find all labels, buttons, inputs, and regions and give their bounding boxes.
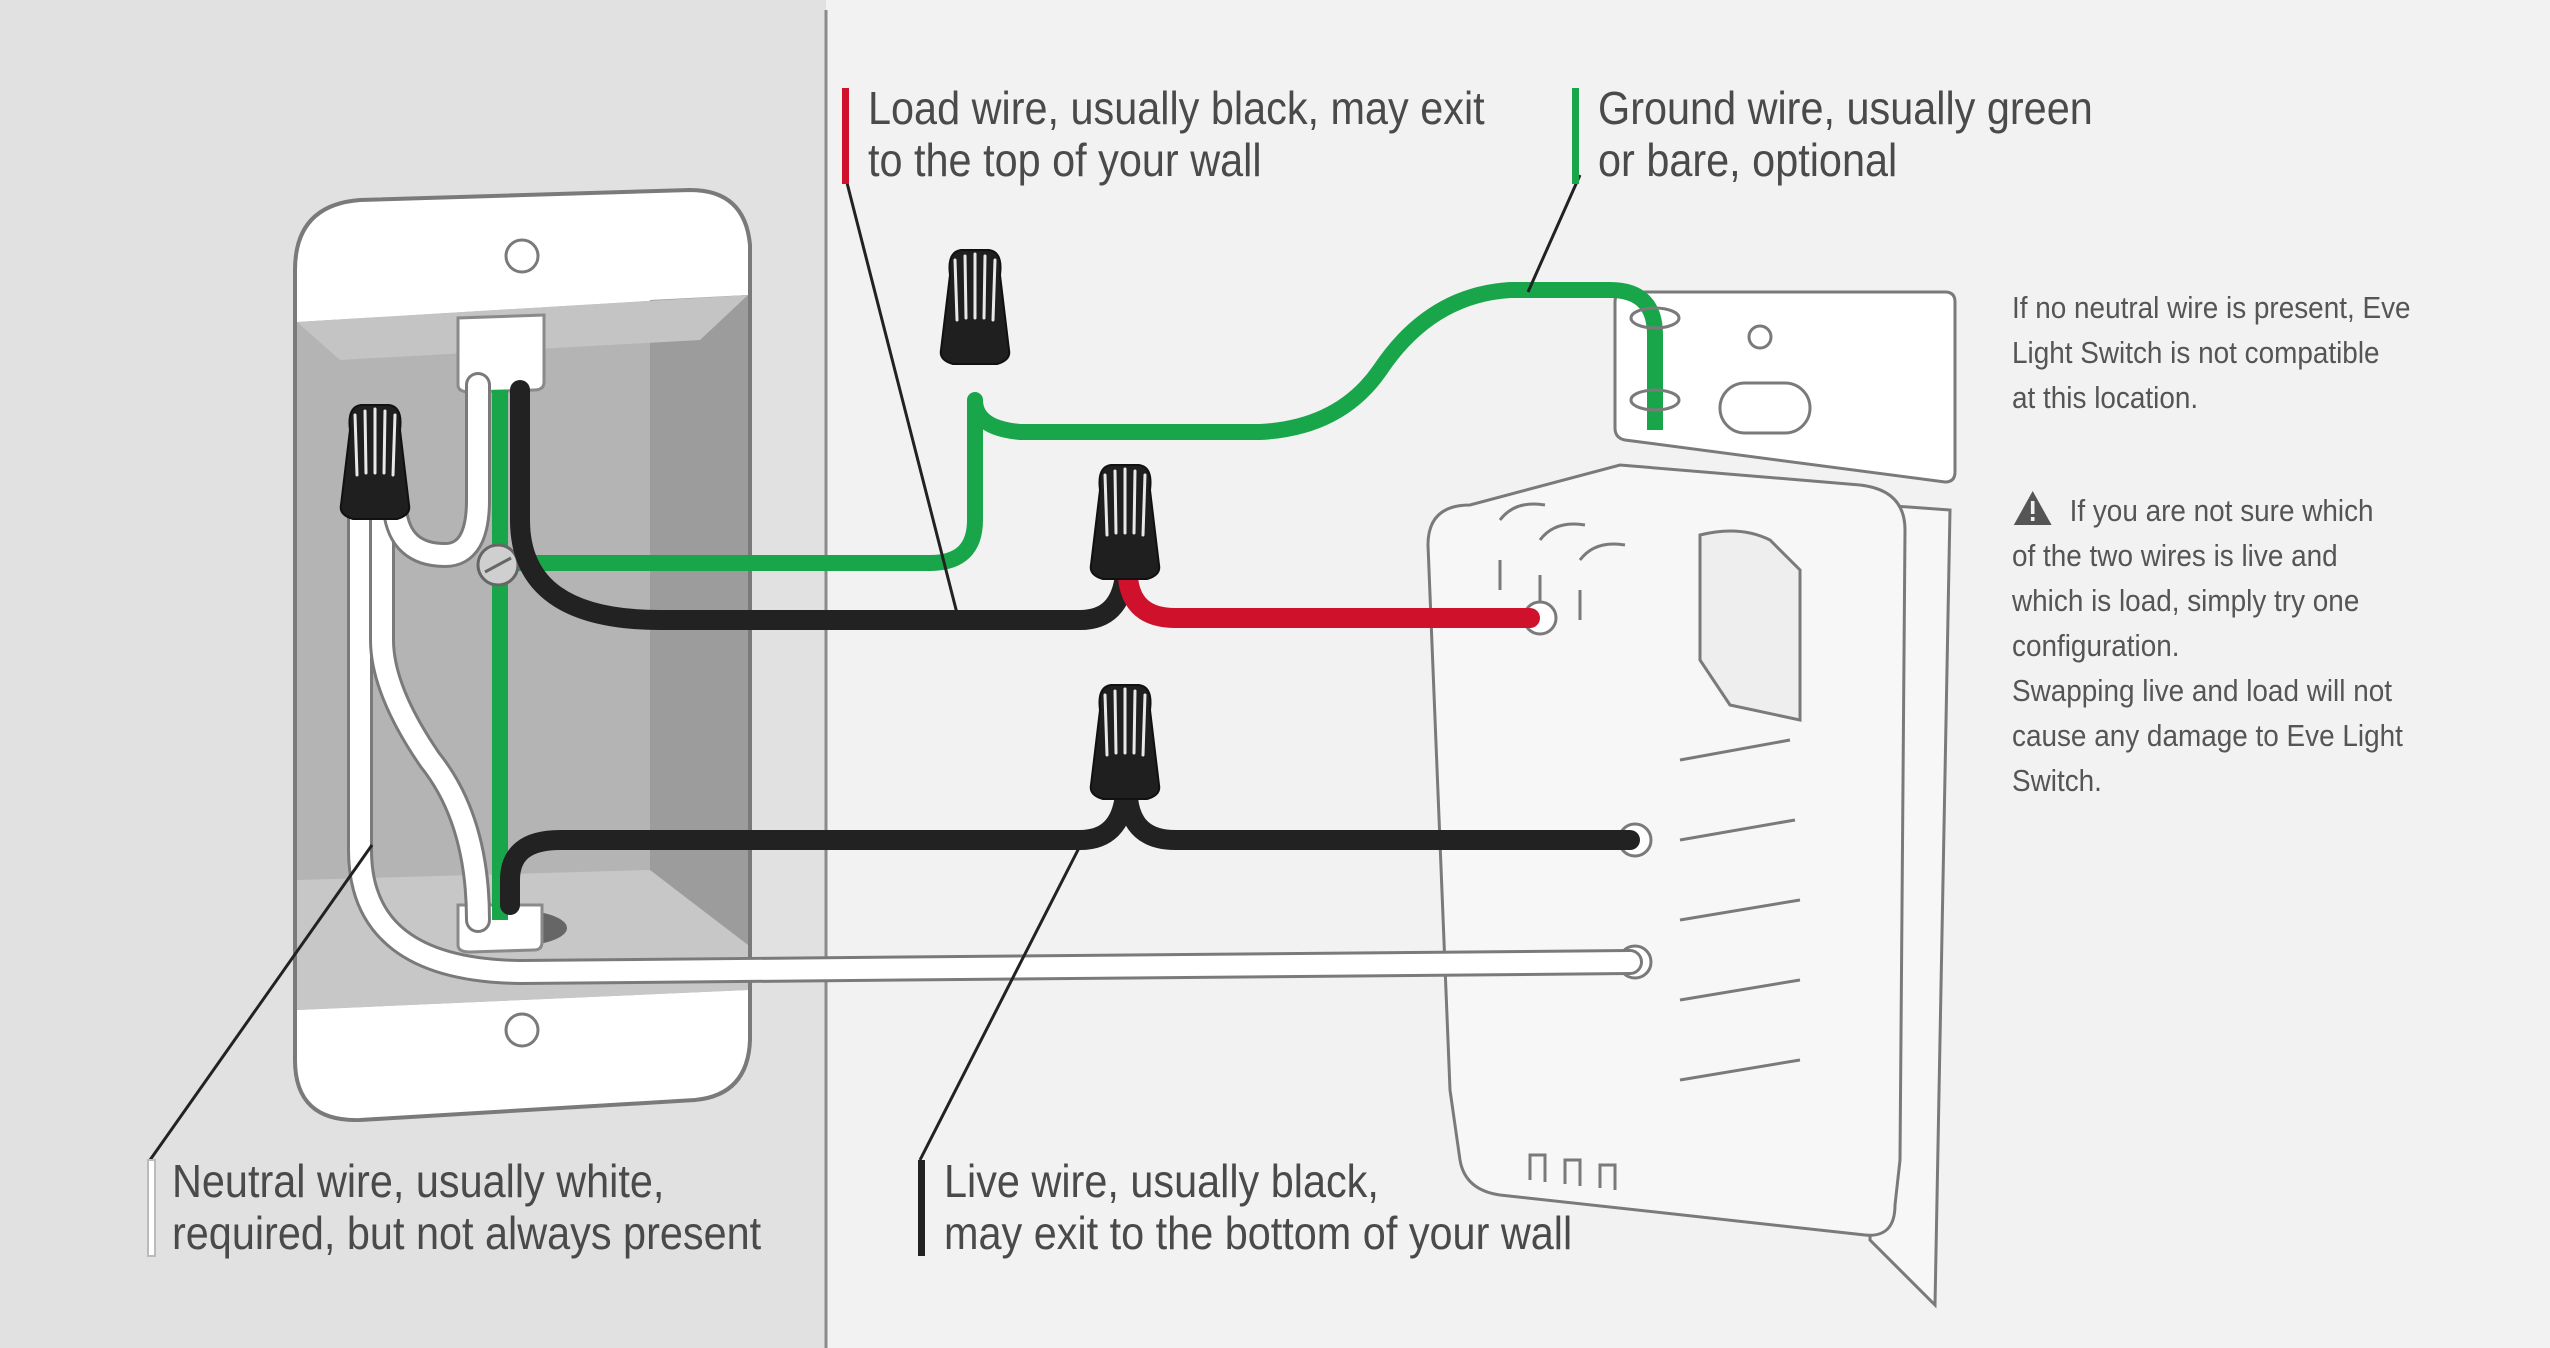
swap-wires-note-line6: cause any damage to Eve Light xyxy=(2012,718,2403,753)
no-neutral-note-line2: Light Switch is not compatible xyxy=(2012,335,2380,370)
neutral-marker-bar xyxy=(147,1159,156,1257)
load-wire-label: Load wire, usually black, may exit to th… xyxy=(868,82,1485,186)
swap-wires-note-line2: of the two wires is live and xyxy=(2012,538,2338,573)
strap-slot xyxy=(1718,381,1812,435)
no-neutral-note-line3: at this location. xyxy=(2012,380,2199,415)
leader-line-ground xyxy=(1526,174,1582,293)
load-wire-label-line1: Load wire, usually black, may exit xyxy=(868,82,1485,134)
neutral-wire-label-line1: Neutral wire, usually white, xyxy=(172,1155,665,1207)
swap-wires-note-line7: Switch. xyxy=(2012,763,2102,798)
plate-top-screw-hole xyxy=(504,238,540,274)
ground-wire-label-line2: or bare, optional xyxy=(1598,134,1898,186)
neutral-wire xyxy=(347,372,1643,986)
live-wire-label-line2: may exit to the bottom of your wall xyxy=(944,1207,1573,1259)
swap-wires-note-line1: If you are not sure which xyxy=(2012,488,2408,533)
neutral-wire-label: Neutral wire, usually white, required, b… xyxy=(172,1155,761,1259)
ground-wire xyxy=(476,282,1681,920)
wire-nut-icon xyxy=(1089,683,1161,801)
live-wire xyxy=(500,785,1640,915)
switch-body-cutout xyxy=(1698,529,1802,722)
ground-wire-label-line1: Ground wire, usually green xyxy=(1598,82,2093,134)
eve-light-switch-device xyxy=(1426,290,1957,1309)
leader-line-neutral xyxy=(148,844,374,1161)
neutral-wire-label-line2: required, but not always present xyxy=(172,1207,762,1259)
plate-bottom-screw-hole xyxy=(504,1012,540,1048)
live-wire-label: Live wire, usually black, may exit to th… xyxy=(944,1155,1572,1259)
load-wire-label-line2: to the top of your wall xyxy=(868,134,1262,186)
swap-wires-note-line5: Swapping live and load will not xyxy=(2012,673,2392,708)
load-marker-bar xyxy=(842,88,849,184)
ground-marker-bar xyxy=(1572,88,1579,184)
no-neutral-note-line1: If no neutral wire is present, Eve xyxy=(2012,290,2411,325)
wire-nut-icon xyxy=(939,248,1011,366)
wire-nut-icon xyxy=(1089,463,1161,581)
box-interior-right-wall xyxy=(650,295,748,990)
switch-body-fins xyxy=(1679,738,1801,1082)
swap-wires-note-line4: configuration. xyxy=(2012,628,2180,663)
live-wire-label-line1: Live wire, usually black, xyxy=(944,1155,1379,1207)
swap-wires-note: If you are not sure which of the two wir… xyxy=(2012,488,2408,803)
switch-body-bottom-notches xyxy=(1528,1153,1617,1190)
switch-body-top-ridges xyxy=(1498,502,1626,620)
strap-screw-hole xyxy=(1747,324,1773,350)
wire-nut-icon xyxy=(339,403,411,521)
no-neutral-note: If no neutral wire is present, Eve Light… xyxy=(2012,285,2411,420)
ground-wire-label: Ground wire, usually green or bare, opti… xyxy=(1598,82,2093,186)
load-wire xyxy=(510,380,1540,630)
swap-wires-note-line3: which is load, simply try one xyxy=(2012,583,2360,618)
swap-wires-note-line1-text: If you are not sure which xyxy=(2069,493,2374,528)
leader-line-load xyxy=(843,174,962,626)
leader-line-live xyxy=(918,841,1084,1161)
live-marker-bar xyxy=(918,1160,925,1256)
warning-triangle-icon xyxy=(2013,491,2052,525)
